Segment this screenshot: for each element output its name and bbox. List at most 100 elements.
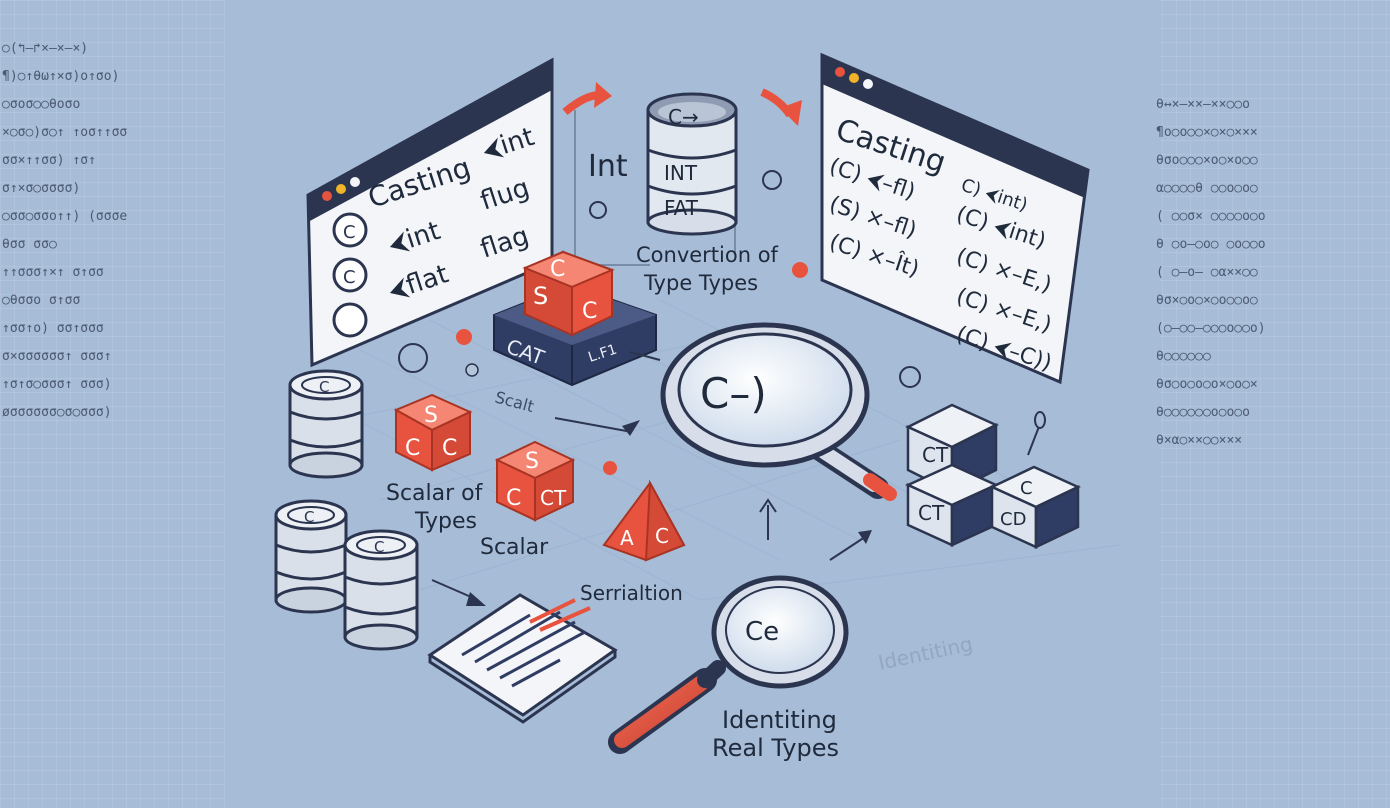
- window-minimize-dot: [849, 73, 859, 83]
- node-dot: [1034, 411, 1046, 429]
- code-line: θ○○○○○○: [1156, 349, 1211, 364]
- window-maximize-dot: [863, 79, 873, 89]
- code-line: θσ×○o○×○o○○o○: [1156, 293, 1258, 308]
- code-line: ○(↰—↱×—×—×): [2, 41, 88, 56]
- code-line: θ○○○○○○o○o○o: [1156, 405, 1250, 420]
- code-line: ↑↑σσσ↑×↑ σ↑σσ: [2, 265, 104, 280]
- red-dot: [603, 461, 617, 475]
- code-line: θσσ σσ○: [2, 237, 57, 252]
- code-line: σ↑×σ○σσσσ): [2, 181, 80, 196]
- window-close-dot: [835, 67, 845, 77]
- left-casting-window: Casting ⮜int C ⮜int flug C ⮜flat flag: [306, 57, 554, 368]
- code-line: θσo○○○×o○×o○○: [1156, 153, 1258, 168]
- node-dot: [465, 363, 479, 377]
- left-grid-panel: [0, 0, 225, 808]
- connector-line: [1027, 423, 1041, 456]
- code-line: øσσσσσσ○σ○σσσ): [2, 405, 112, 420]
- code-line: θ×α○××○○×××: [1156, 433, 1242, 448]
- coin-label: C: [374, 538, 384, 556]
- code-line: θ ○o—○o○ ○o○○o: [1156, 237, 1266, 252]
- node-dot: [398, 343, 428, 373]
- code-line: ×○σ○)σ○↑ ↑oσ↑↑σσ: [2, 125, 127, 140]
- left-window-c-icon: [332, 212, 368, 248]
- scalar-cube-stack: CAT L.F1 S C C: [493, 250, 657, 387]
- node-dot: [762, 170, 782, 190]
- code-line: ¶o○o○○×○×○×××: [1156, 125, 1258, 140]
- code-line: σσ×↑↑σσ) ↑σ↑: [2, 153, 96, 168]
- left-window-c-icon-3: [332, 302, 368, 338]
- arrow-head: [622, 420, 640, 436]
- right-cube-top-label: CT: [922, 443, 949, 467]
- coin-stack-right: C: [343, 529, 419, 651]
- code-line: ↑σ↑σ○σσσ↑ σσσ): [2, 377, 112, 392]
- arrow-head: [466, 592, 486, 606]
- pyramid-left-label: A: [620, 526, 634, 550]
- cube-bottom-right: C CD: [989, 465, 1081, 549]
- code-line: θ↔×—××—××○○o: [1156, 97, 1250, 112]
- scalar-cubes-left: S C C: [393, 393, 473, 472]
- right-code-column: θ↔×—××—××○○o ¶o○o○○×○×○××× θσo○○○×o○×o○○ α○…: [1156, 97, 1266, 448]
- connector-line: [629, 351, 661, 361]
- coin-stack-top: C: [288, 369, 364, 479]
- window-close-dot: [322, 191, 332, 201]
- database-bottom-label: FAT: [664, 196, 699, 220]
- window-maximize-dot: [350, 177, 360, 187]
- coin-label: C: [304, 508, 314, 526]
- left-cube-top-label: S: [424, 403, 438, 428]
- arrow-head: [858, 530, 872, 544]
- code-line: ( ○—o— ○α××○○: [1156, 265, 1258, 280]
- cube-left-label: S: [533, 282, 548, 310]
- code-line: ○θσσo σ↑σσ: [2, 293, 80, 308]
- right-cube-bottom-right-top-label: C: [1020, 478, 1033, 499]
- small-magnifying-glass: Ce: [608, 575, 849, 754]
- serialization-pyramid: A C: [602, 479, 686, 562]
- connector-line: [829, 534, 869, 561]
- type-cubes-right: CT CT C CD: [904, 403, 1081, 549]
- cube-right-label: C: [582, 299, 597, 324]
- left-window-c-icon-2: [332, 257, 368, 293]
- coin-stack-left: C: [274, 499, 348, 614]
- code-line: θσ○o○o○o×○o○×: [1156, 377, 1258, 392]
- left-cube-left-label: C: [405, 436, 420, 461]
- code-line: ( ○○σ× ○○○○o○o: [1156, 209, 1266, 224]
- code-line: ○σoσ○○θoσo: [2, 97, 80, 112]
- mid-cube-right-label: CT: [540, 486, 567, 510]
- identify-label-line2: Real Types: [712, 734, 839, 762]
- identify-label-line1: Identiting: [722, 706, 837, 734]
- arrow-head-left: [594, 82, 612, 108]
- scalar-label-line3: Scalar: [480, 535, 549, 560]
- code-line: σ×σσσσσσ↑ σσσ↑: [2, 349, 112, 364]
- arrow-head: [759, 498, 777, 513]
- right-cube-bottom-left-label: CT: [918, 501, 945, 525]
- window-minimize-dot: [336, 184, 346, 194]
- serialized-document: [427, 593, 618, 724]
- mid-cube-left-label: C: [506, 486, 521, 511]
- left-code-column: ○(↰—↱×—×—×) ¶)○↑θω↑×σ)o↑σo) ○σoσ○○θoσo ×○σ○…: [2, 41, 127, 420]
- code-line: (○—○○—○○○o○○o): [1156, 321, 1266, 336]
- type-database-cylinder: C→ INT FAT: [646, 92, 738, 236]
- pyramid-right-label: C: [655, 524, 669, 548]
- scalar-label-line2: Types: [414, 509, 477, 534]
- big-magnifying-glass: C–): [660, 322, 897, 501]
- database-middle-label: INT: [664, 161, 698, 185]
- right-grid-panel: [1160, 0, 1390, 808]
- red-dot: [456, 329, 472, 345]
- code-line: ○σσ○σσo↑↑) (σσσe: [2, 209, 127, 224]
- node-dot: [589, 201, 607, 219]
- coin-label: C: [319, 378, 329, 396]
- code-line: α○○○○θ ○○o○o○: [1156, 181, 1258, 196]
- left-cube-right-label: C: [442, 436, 457, 461]
- database-top-label: C→: [668, 105, 699, 129]
- code-line: ¶)○↑θω↑×σ)o↑σo): [2, 69, 119, 84]
- cube-front-label: C: [550, 257, 565, 282]
- small-lens-text: Ce: [745, 617, 779, 647]
- big-lens-text: C–): [700, 369, 767, 418]
- right-casting-window: Casting C) ⮜int) (C) ⮜–fl) (C) ⮜int) (S)…: [820, 52, 1090, 385]
- connector-line: [554, 417, 633, 433]
- int-label: Int: [588, 149, 628, 184]
- scalar-cubes-middle: S C CT: [494, 440, 576, 522]
- conversion-label-line2: Type Types: [643, 271, 758, 295]
- red-dot: [792, 262, 808, 278]
- node-dot: [899, 366, 921, 388]
